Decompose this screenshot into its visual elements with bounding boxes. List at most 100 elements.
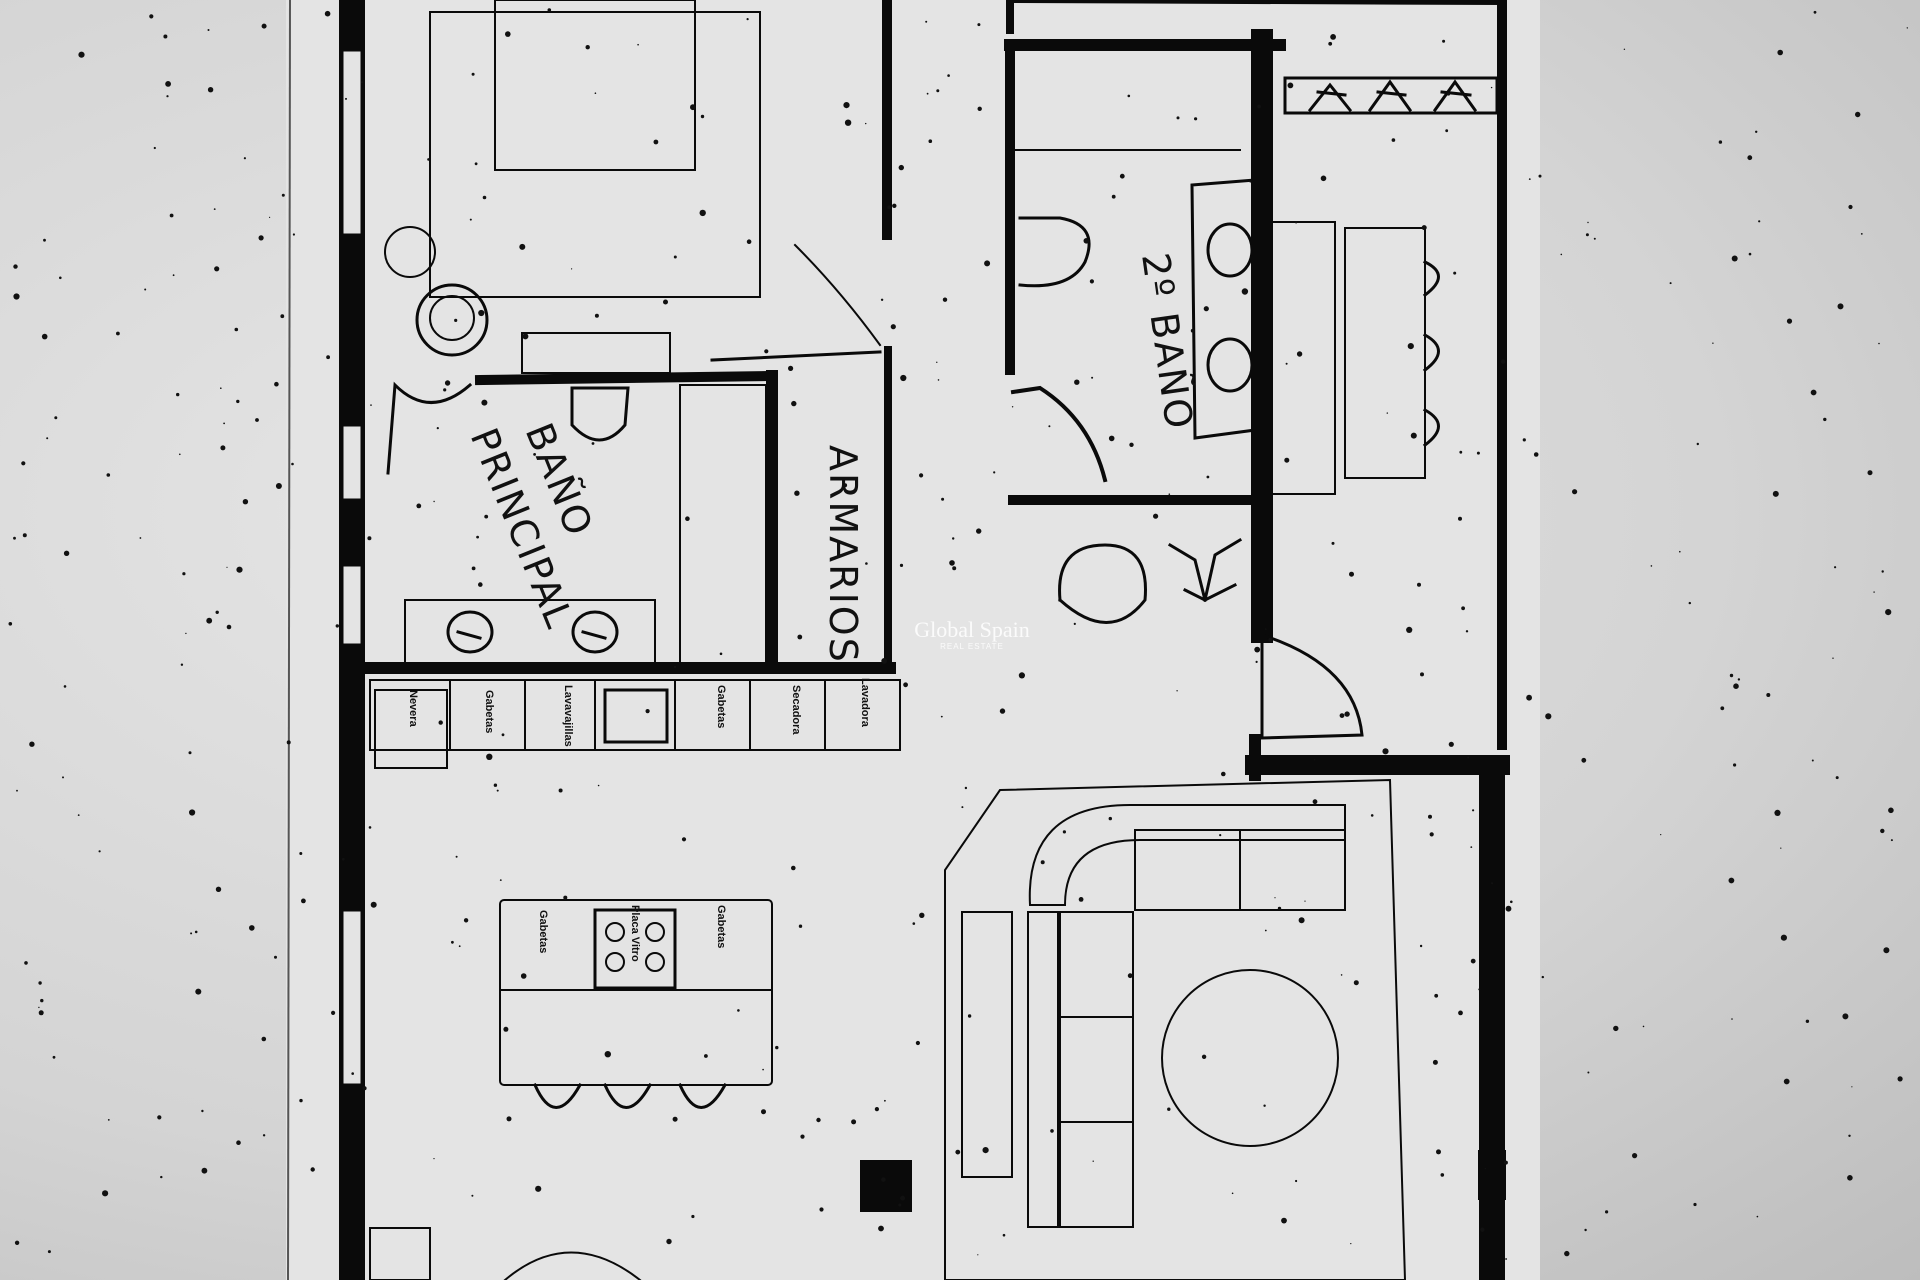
speckle <box>936 89 940 93</box>
speckle <box>819 1207 824 1212</box>
label-armarios: ARMARIOS <box>821 445 865 664</box>
speckle <box>29 741 35 747</box>
speckle <box>13 536 16 540</box>
speckle <box>1733 763 1737 767</box>
speckle <box>169 213 174 218</box>
speckle <box>1436 1149 1441 1155</box>
speckle <box>292 233 295 236</box>
speckle <box>1545 713 1552 720</box>
speckle <box>345 97 347 100</box>
speckle <box>207 87 214 93</box>
speckle <box>38 1006 40 1009</box>
speckle <box>1522 438 1526 442</box>
speckle <box>215 610 219 614</box>
speckle <box>144 288 147 291</box>
speckle <box>1873 591 1875 593</box>
speckle <box>519 243 526 250</box>
speckle <box>1298 917 1305 924</box>
speckle <box>63 550 70 556</box>
speckle <box>597 784 600 787</box>
speckle <box>62 776 64 779</box>
speckle <box>1304 900 1306 902</box>
speckle <box>505 31 511 37</box>
speckle <box>764 349 769 354</box>
speckle <box>1328 41 1333 46</box>
speckle <box>1696 442 1700 446</box>
speckle <box>1127 94 1131 98</box>
speckle <box>976 528 982 534</box>
speckle <box>940 715 943 718</box>
speckle <box>874 1107 880 1112</box>
speckle <box>1766 693 1771 697</box>
speckle <box>291 462 294 466</box>
speckle <box>681 837 687 842</box>
speckle <box>201 1167 208 1174</box>
speckle <box>841 574 845 578</box>
speckle <box>471 1194 474 1197</box>
speckle <box>1190 328 1195 333</box>
speckle <box>368 826 372 829</box>
speckle <box>1847 1175 1853 1181</box>
speckle <box>1432 1059 1438 1065</box>
speckle <box>673 665 677 669</box>
speckle <box>1837 303 1844 310</box>
speckle <box>1490 86 1493 89</box>
speckle <box>952 537 955 540</box>
speckle <box>1349 571 1354 577</box>
speckle <box>1370 814 1374 817</box>
speckle <box>1386 412 1389 414</box>
speckle <box>1587 1071 1590 1074</box>
speckle <box>478 582 483 587</box>
bano-principal-shower <box>679 384 767 664</box>
speckle <box>1050 1129 1054 1133</box>
speckle <box>1285 362 1288 365</box>
speckle <box>149 14 154 19</box>
speckle <box>1254 646 1261 653</box>
speckle <box>673 255 677 259</box>
speckle <box>1810 389 1817 396</box>
speckle <box>1755 130 1758 133</box>
speckle <box>794 490 800 496</box>
speckle <box>433 500 435 503</box>
speckle <box>637 43 639 46</box>
speckle <box>326 355 330 360</box>
speckle <box>335 624 339 628</box>
speckle <box>1203 306 1209 312</box>
entry-door <box>1260 633 1364 740</box>
speckle <box>1344 711 1350 717</box>
sofa-l <box>1027 804 1346 1228</box>
speckle <box>1255 660 1258 664</box>
speckle <box>1878 342 1880 345</box>
speckle <box>482 195 487 200</box>
speckle <box>172 274 175 277</box>
speckle <box>1040 860 1045 865</box>
speckle <box>547 8 552 12</box>
speckle <box>436 427 439 430</box>
kitchen-island <box>499 899 773 1109</box>
speckle <box>881 658 888 664</box>
speckle <box>1108 435 1115 442</box>
speckle <box>533 453 536 456</box>
speckle <box>1268 637 1273 642</box>
speckle <box>746 18 749 21</box>
speckle <box>1339 713 1345 718</box>
speckle <box>1453 271 1457 275</box>
speckle <box>1263 1104 1266 1107</box>
speckle <box>1062 830 1066 834</box>
dining-table-hint <box>503 1251 642 1280</box>
speckle <box>1206 475 1210 479</box>
speckle <box>1581 757 1587 763</box>
speckle <box>454 318 458 322</box>
speckle <box>977 23 981 27</box>
speckle <box>1420 672 1424 677</box>
bedroom-lamp <box>384 226 436 278</box>
speckle <box>471 72 475 76</box>
speckle <box>890 324 896 330</box>
speckle <box>1526 694 1532 701</box>
speckle <box>1353 980 1359 986</box>
speckle <box>1642 1025 1645 1028</box>
speckle <box>919 473 924 478</box>
speckle <box>486 753 493 760</box>
speckle <box>43 238 46 242</box>
speckle <box>1693 1202 1697 1207</box>
